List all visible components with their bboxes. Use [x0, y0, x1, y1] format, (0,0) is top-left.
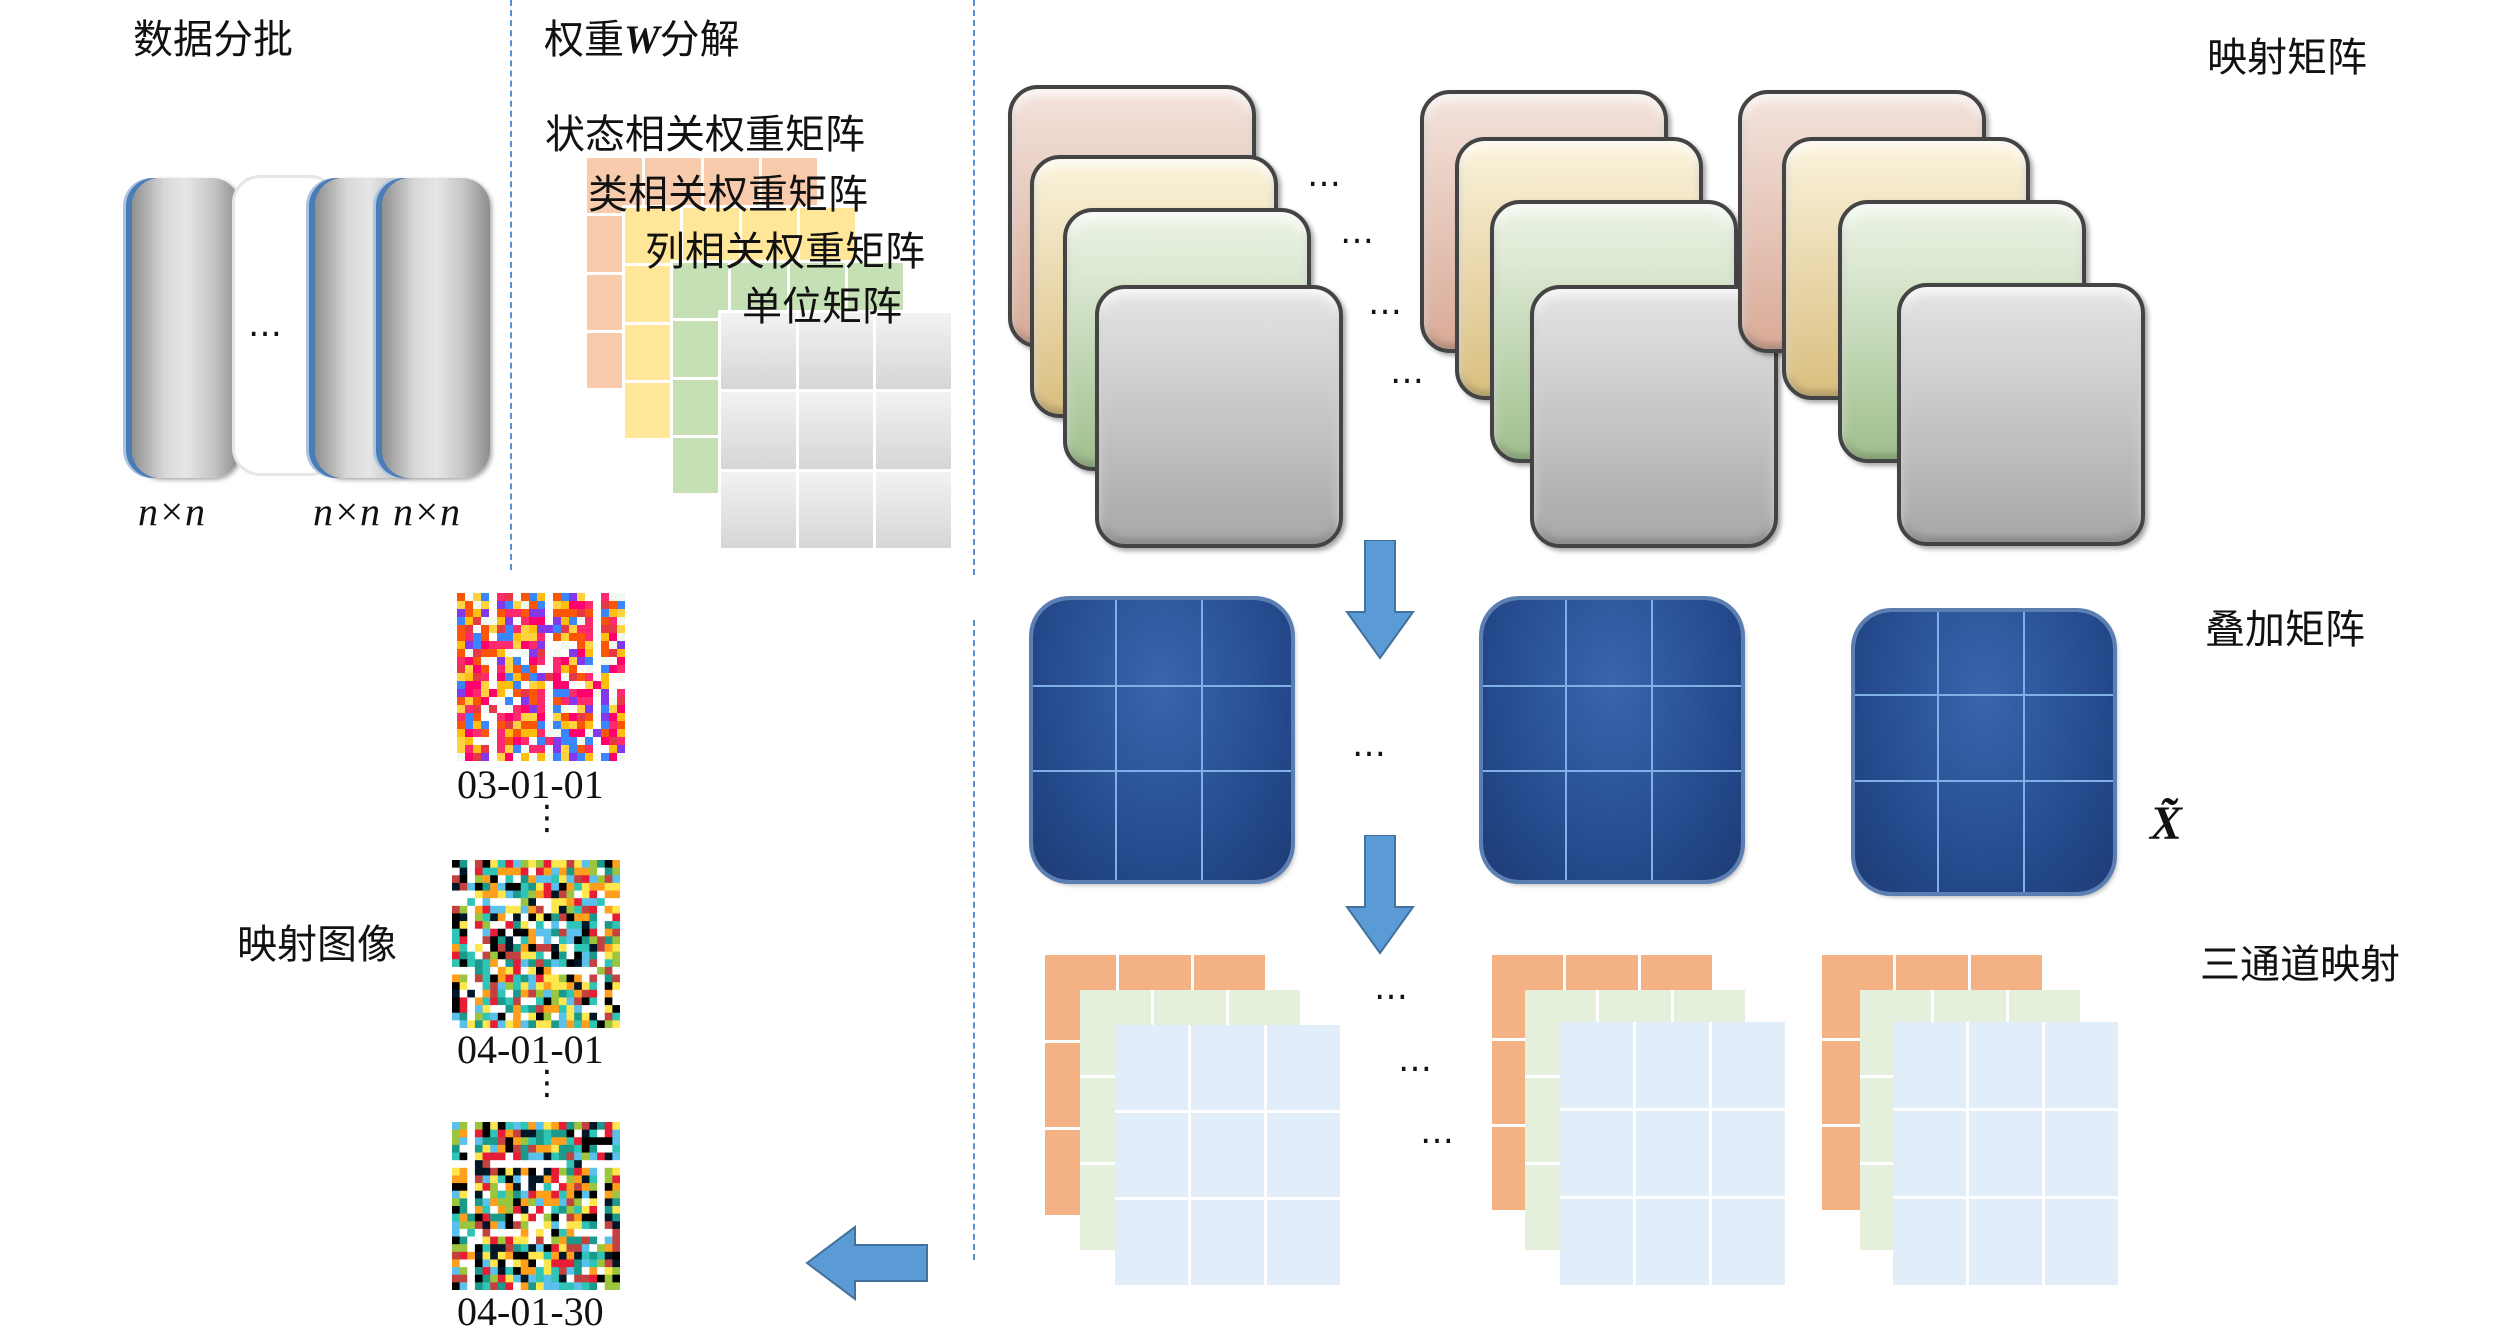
class-weight-label: 类相关权重矩阵	[588, 172, 868, 218]
separator-batch-weight	[510, 0, 512, 570]
image-id-label: 04-01-01	[457, 1027, 604, 1072]
batch-block	[132, 178, 240, 478]
batch-size-label: n×n	[393, 489, 460, 534]
batch-title: 数据分批	[133, 17, 293, 63]
batch-ellipsis: …	[248, 305, 284, 345]
superposition-ellipsis: …	[1352, 725, 1388, 765]
separator-weight-mapping	[973, 0, 975, 575]
batch-size-label: n×n	[313, 489, 380, 534]
mapping-matrix-card	[1897, 283, 2145, 546]
mapping-ellipsis: …	[1390, 352, 1426, 392]
image-vertical-ellipsis: ⋮	[530, 1063, 564, 1103]
arrow-down-icon	[1345, 540, 1415, 660]
channel-grid-blue	[1115, 1025, 1340, 1285]
separator-mapping-lower	[973, 620, 975, 1260]
arrow-down-icon	[1345, 835, 1415, 955]
weight-title: 权重W分解	[544, 17, 740, 63]
channel-ellipsis: …	[1374, 968, 1410, 1008]
superposition-matrix-label: 叠加矩阵	[2205, 607, 2365, 653]
batch-size-label: n×n	[138, 489, 205, 534]
channel-grid-blue	[1893, 1022, 2118, 1285]
weight-title-prefix: 权重	[544, 17, 624, 63]
superposition-matrix-card	[1033, 600, 1291, 880]
identity-label: 单位矩阵	[742, 284, 902, 330]
x-tilde-label: X̃	[2150, 797, 2183, 850]
arrow-left-icon	[805, 1225, 928, 1301]
identity-grid	[718, 310, 954, 551]
mapped-image-label: 映射图像	[237, 922, 397, 968]
image-vertical-ellipsis: ⋮	[530, 798, 564, 838]
mapped-image-thumbnail	[452, 1122, 620, 1290]
mapping-ellipsis: …	[1368, 283, 1404, 323]
weight-title-suffix: 分解	[659, 17, 740, 63]
batch-block	[382, 178, 490, 478]
mapping-ellipsis: …	[1307, 155, 1343, 195]
mapped-image-thumbnail	[457, 593, 625, 761]
channel-ellipsis: …	[1420, 1112, 1456, 1152]
state-weight-label: 状态相关权重矩阵	[545, 112, 865, 158]
channel-grid-blue	[1560, 1022, 1785, 1285]
superposition-matrix-card	[1855, 612, 2113, 892]
mapping-matrix-card	[1530, 285, 1778, 548]
mapping-matrix-card	[1095, 285, 1343, 548]
image-id-label: 04-01-30	[457, 1289, 604, 1327]
column-weight-label: 列相关权重矩阵	[645, 229, 925, 275]
weight-variable: W	[624, 17, 660, 62]
superposition-matrix-card	[1483, 600, 1741, 880]
image-id-label: 03-01-01	[457, 762, 604, 807]
mapping-ellipsis: …	[1340, 212, 1376, 252]
channel-ellipsis: …	[1398, 1040, 1434, 1080]
mapped-image-thumbnail	[452, 860, 620, 1028]
mapping-matrix-label: 映射矩阵	[2207, 35, 2367, 81]
three-channel-label: 三通道映射	[2200, 942, 2400, 988]
